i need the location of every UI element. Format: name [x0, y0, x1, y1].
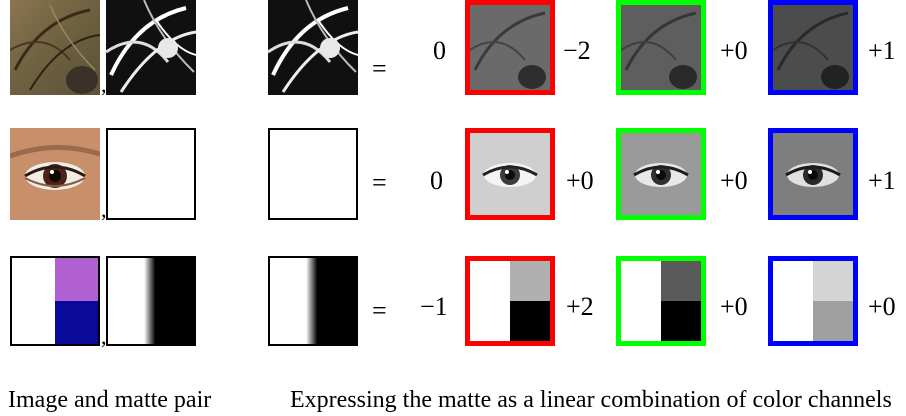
red-coefficient: +2	[566, 292, 594, 321]
right-caption: Expressing the matte as a linear combina…	[290, 387, 892, 413]
synthetic-blue-channel	[768, 256, 858, 346]
hair-green-channel	[616, 0, 706, 95]
constant-term: 0	[433, 36, 446, 65]
hair-blue-channel	[768, 0, 858, 95]
eye-image	[10, 128, 100, 220]
equals-sign: =	[372, 54, 387, 83]
hair-target-matte	[268, 0, 358, 95]
eye-green-channel	[616, 128, 706, 220]
eye-target-matte	[268, 128, 358, 220]
equals-sign: =	[372, 168, 387, 197]
pair-separator: ,	[101, 324, 107, 349]
constant-term: −1	[420, 292, 448, 321]
synthetic-red-channel	[465, 256, 555, 346]
blue-coefficient: +1	[868, 36, 896, 65]
blue-coefficient: +0	[868, 292, 896, 321]
equals-sign: =	[372, 296, 387, 325]
hair-red-channel	[465, 0, 555, 95]
pair-separator: ,	[101, 72, 107, 97]
red-coefficient: +0	[566, 166, 594, 195]
green-coefficient: +0	[720, 36, 748, 65]
synthetic-target-matte	[268, 256, 358, 346]
eye-red-channel	[465, 128, 555, 220]
pair-separator: ,	[101, 197, 107, 222]
hair-matte	[106, 0, 196, 95]
synthetic-green-channel	[616, 256, 706, 346]
constant-term: 0	[430, 166, 443, 195]
synthetic-matte	[106, 256, 196, 346]
hair-image	[10, 0, 100, 95]
red-coefficient: −2	[563, 36, 591, 65]
synthetic-image	[10, 256, 100, 346]
eye-blue-channel	[768, 128, 858, 220]
green-coefficient: +0	[720, 166, 748, 195]
eye-matte	[106, 128, 196, 220]
blue-coefficient: +1	[868, 166, 896, 195]
left-caption: Image and matte pair	[8, 387, 212, 413]
green-coefficient: +0	[720, 292, 748, 321]
